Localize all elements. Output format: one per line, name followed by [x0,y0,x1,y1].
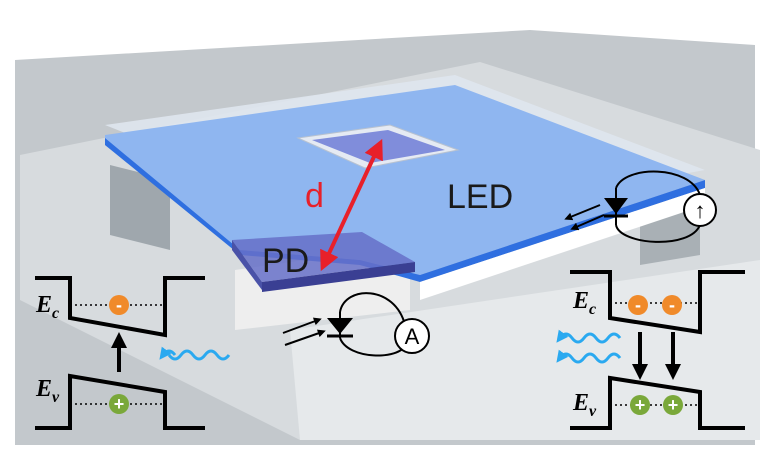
right-conduction-band [570,270,745,335]
right-valence-band [570,375,745,430]
left-pillar [110,165,170,250]
right-ev-label: Ev [572,390,597,420]
ammeter-icon [394,318,430,354]
svg-text:-: - [669,295,675,315]
left-conduction-band [35,276,205,338]
right-photon-wave-1 [556,329,622,344]
band-diagram-left: Ec Ev - + [35,276,231,430]
current-source-icon [683,193,717,227]
right-electron-icon-2 [662,295,682,315]
svg-text:-: - [116,295,122,315]
led-label: LED [447,178,513,216]
svg-text:+: + [668,395,679,415]
left-ev-label: Ev [35,376,60,406]
pd-label: PD [262,242,309,280]
right-hole-icon-1 [630,395,650,415]
current-source-symbol: ↑ [695,198,706,223]
right-electron-icon-1 [628,295,648,315]
pd-diode-icon [327,318,353,334]
right-photon-wave-2 [556,349,622,364]
left-photon-wave [167,349,231,361]
left-ec-label: Ec [35,292,59,322]
pd-absorb-arrow-1 [282,317,322,334]
band-diagram-right: Ec Ev - - + + [556,270,745,430]
left-electron-icon [109,295,129,315]
led-circuit: ↑ [564,170,717,243]
svg-text:+: + [635,395,646,415]
right-ec-label: Ec [572,288,596,318]
pd-circuit: A [282,292,430,357]
led-emission-arrow-1 [564,204,601,221]
ammeter-label: A [405,324,420,349]
distance-label: d [305,177,324,215]
right-hole-icon-2 [663,395,683,415]
svg-text:+: + [114,394,125,414]
distance-arrow [320,138,383,272]
pd-front-face [232,240,262,290]
led-front-face [420,188,705,300]
led-emission-arrow-2 [570,214,605,231]
led-diode-icon [604,198,628,214]
left-hole-icon [109,394,129,414]
left-valence-band [35,373,205,430]
pd-absorb-arrow-2 [284,329,326,346]
svg-text:-: - [635,295,641,315]
led-layer [105,85,705,275]
